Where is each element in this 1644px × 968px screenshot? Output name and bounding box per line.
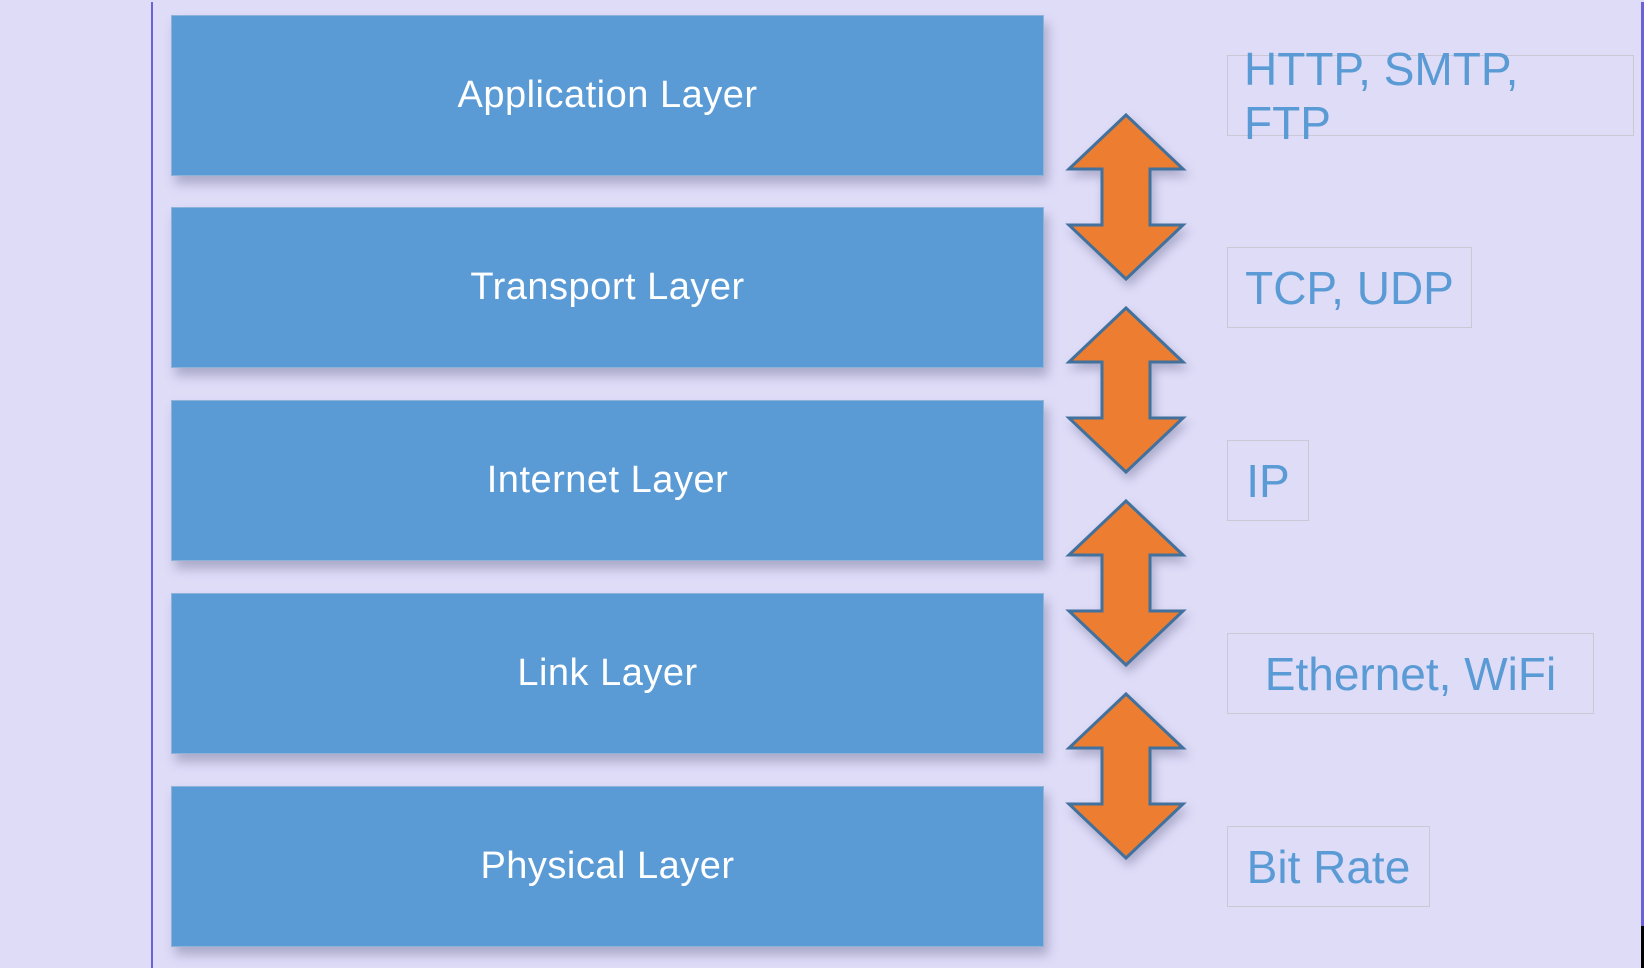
layer-label: Application Layer — [457, 74, 758, 116]
layer-box-internet: Internet Layer — [171, 400, 1044, 561]
protocol-label-physical: Bit Rate — [1227, 826, 1430, 907]
layer-label: Link Layer — [517, 652, 698, 694]
protocol-label-transport: TCP, UDP — [1227, 247, 1472, 328]
protocol-text: Bit Rate — [1246, 840, 1411, 893]
right-divider-line — [1641, 2, 1644, 926]
double-arrow-icon — [1065, 112, 1187, 282]
double-arrow-icon — [1065, 498, 1187, 668]
layer-box-physical: Physical Layer — [171, 786, 1044, 947]
protocol-label-link: Ethernet, WiFi — [1227, 633, 1594, 714]
protocol-text: HTTP, SMTP, FTP — [1244, 42, 1519, 149]
left-divider-line — [151, 2, 153, 968]
layer-label: Physical Layer — [480, 845, 735, 887]
layer-box-link: Link Layer — [171, 593, 1044, 754]
double-arrow-icon — [1065, 691, 1187, 861]
layer-label: Internet Layer — [486, 459, 729, 501]
protocol-text: Ethernet, WiFi — [1264, 647, 1557, 700]
protocol-label-internet: IP — [1227, 440, 1309, 521]
layer-box-transport: Transport Layer — [171, 207, 1044, 368]
layer-box-application: Application Layer — [171, 15, 1044, 176]
corner-mark — [1641, 926, 1644, 968]
layer-label: Transport Layer — [470, 266, 745, 308]
protocol-text: IP — [1246, 454, 1290, 507]
protocol-text: TCP, UDP — [1245, 261, 1454, 314]
double-arrow-icon — [1065, 305, 1187, 475]
protocol-label-application: HTTP, SMTP, FTP — [1227, 43, 1634, 149]
